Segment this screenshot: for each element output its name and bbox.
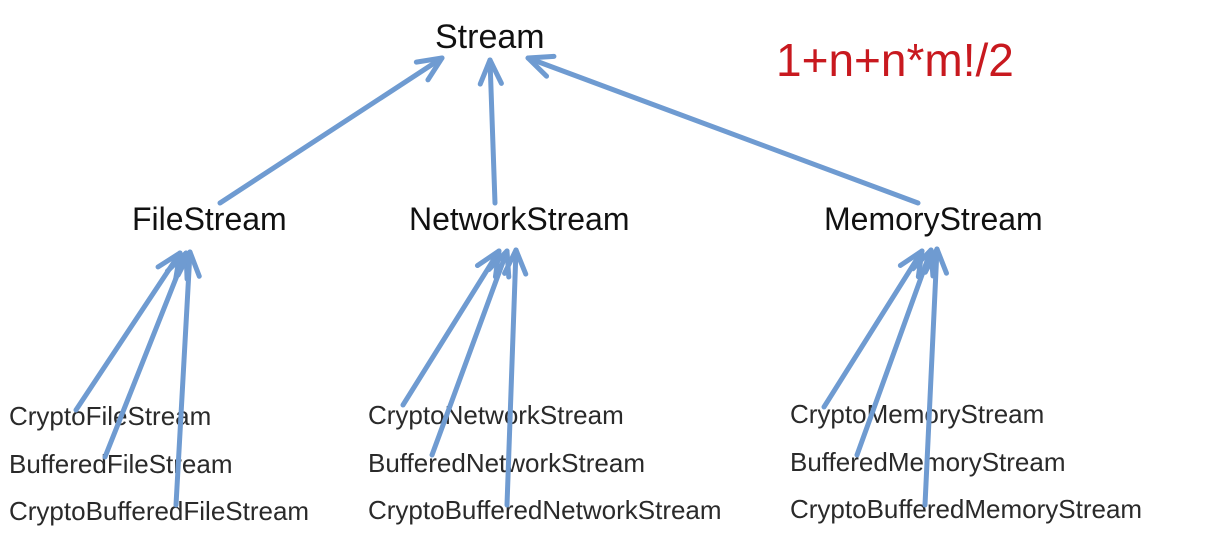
node-cryptonetworkstream: CryptoNetworkStream: [368, 400, 624, 430]
node-cryptobufferedmemorystream: CryptoBufferedMemoryStream: [790, 494, 1143, 524]
arrow-cryptofile-to-filestream: [73, 250, 183, 413]
arrow-cryptomemory-to-memorystream: [821, 248, 925, 410]
arrow-cryptobufferedfile-to-filestream: [173, 249, 202, 508]
arrow-networkstream-to-stream: [477, 57, 504, 206]
formula-text: 1+n+n*m!/2: [776, 34, 1014, 86]
arrow-cryptonetwork-to-networkstream: [400, 248, 502, 408]
arrow-memorystream-to-stream: [525, 53, 921, 206]
node-cryptomemorystream: CryptoMemoryStream: [790, 399, 1045, 429]
node-bufferedfilestream: BufferedFileStream: [9, 449, 233, 479]
node-filestream: FileStream: [132, 201, 287, 237]
arrow-bufferedmemory-to-memorystream: [854, 247, 936, 458]
arrow-bufferednetwork-to-networkstream: [429, 248, 512, 458]
node-cryptobufferedfilestream: CryptoBufferedFileStream: [9, 496, 310, 526]
node-memorystream: MemoryStream: [824, 201, 1043, 237]
node-stream: Stream: [435, 18, 545, 56]
node-cryptobufferednetworkstream: CryptoBufferedNetworkStream: [368, 495, 722, 525]
arrow-bufferedfile-to-filestream: [102, 250, 190, 460]
arrow-cryptobufferedmemory-to-memorystream: [922, 246, 949, 508]
node-networkstream: NetworkStream: [409, 201, 630, 237]
arrow-filestream-to-stream: [217, 55, 445, 206]
node-cryptofilestream: CryptoFileStream: [9, 401, 212, 431]
arrow-cryptobufferednetwork-to-networkstream: [502, 247, 529, 508]
